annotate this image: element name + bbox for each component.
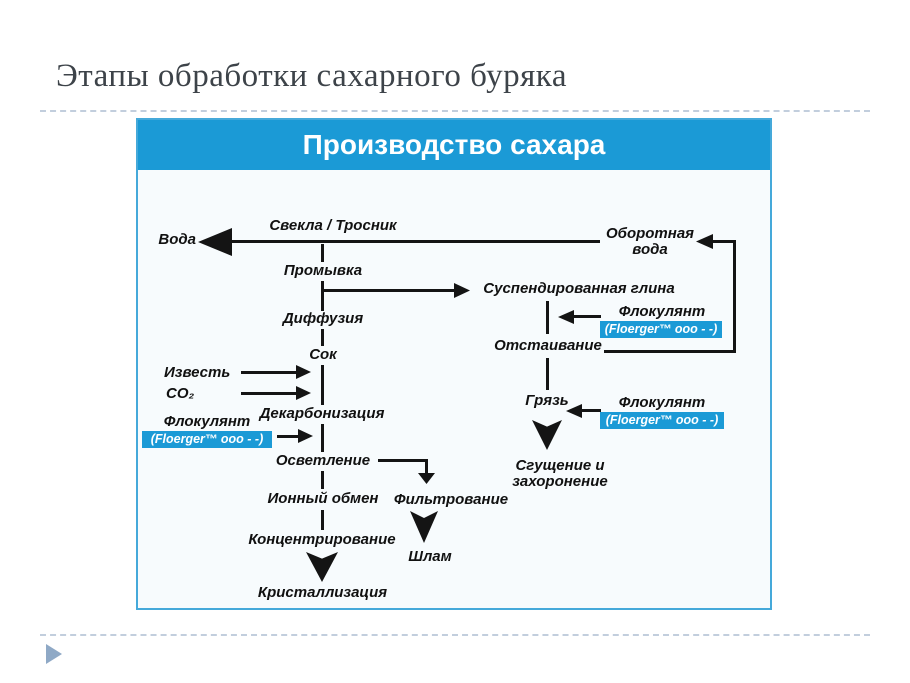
- line-lime-arrow: [241, 371, 296, 374]
- line-co2-arrow: [241, 392, 296, 395]
- floerger-chip-right1: (Floerger™ ооо - -): [600, 321, 722, 338]
- line-flocculant-right1-arrow: [574, 315, 601, 318]
- node-co2: CO₂: [166, 385, 195, 402]
- arrowhead-down-filtration-icon: [418, 473, 435, 484]
- node-crystallization: Кристаллизация: [257, 584, 388, 601]
- line-right-return-vertical: [733, 240, 736, 353]
- line-settling-to-mud: [546, 358, 549, 390]
- node-beet-cane: Свекла / Тросник: [269, 217, 397, 234]
- arrowhead-down-big-disposal-icon: [532, 420, 562, 450]
- node-sludge: Шлам: [408, 548, 452, 565]
- node-flocculant-right1: Флокулянт: [618, 303, 706, 320]
- node-washing: Промывка: [283, 262, 363, 279]
- node-flocculant-right2: Флокулянт: [618, 394, 706, 411]
- sugar-production-diagram: Производство сахара Вода Свекла / Тросни…: [136, 118, 772, 610]
- slide-bullet-icon: [46, 644, 62, 664]
- line-beet-to-washing: [321, 244, 324, 262]
- line-flocculant-left-arrow: [277, 435, 298, 438]
- title-divider-dashed: [40, 110, 870, 112]
- arrowhead-left-big-water-icon: [198, 228, 232, 256]
- line-clarification-branch-h: [378, 459, 428, 462]
- node-recycled-water: Оборотная вода: [605, 225, 694, 259]
- node-thickening-disposal: Сгущение и захоронение: [512, 457, 608, 491]
- node-clarification: Осветление: [275, 452, 371, 469]
- node-ion-exchange: Ионный обмен: [267, 490, 379, 507]
- floerger-chip-right2: (Floerger™ ооо - -): [600, 412, 724, 429]
- line-clarification-to-ion: [321, 471, 324, 489]
- arrowhead-right-clay-icon: [454, 283, 470, 298]
- node-decarbonization: Декарбонизация: [259, 405, 385, 422]
- node-diffusion: Диффузия: [282, 310, 364, 327]
- arrowhead-right-flocculant-left-icon: [298, 429, 313, 443]
- line-top-horizontal: [230, 240, 600, 243]
- node-mud: Грязь: [525, 392, 569, 409]
- line-juice-to-decarbonization: [321, 365, 324, 405]
- line-diffusion-to-juice: [321, 329, 324, 346]
- line-ion-to-concentration: [321, 510, 324, 530]
- line-flocculant-right2-arrow: [582, 409, 601, 412]
- node-settling: Отстаивание: [494, 337, 602, 354]
- arrowhead-right-co2-icon: [296, 386, 311, 400]
- line-washing-to-diffusion: [321, 281, 324, 311]
- line-clarification-branch-v: [425, 459, 428, 473]
- node-filtration: Фильтрование: [393, 491, 509, 508]
- line-decarbonization-to-clarification: [321, 424, 324, 452]
- node-concentration: Концентрирование: [248, 531, 396, 548]
- line-recycled-water-stub: [713, 240, 735, 243]
- node-suspended-clay: Суспендированная глина: [483, 280, 675, 297]
- diagram-title-banner: Производство сахара: [138, 120, 770, 170]
- line-clay-to-settling: [546, 301, 549, 334]
- page-title: Этапы обработки сахарного буряка: [56, 58, 567, 94]
- node-flocculant-left: Флокулянт: [163, 413, 251, 430]
- node-juice: Сок: [309, 346, 337, 363]
- arrowhead-down-big-sludge-icon: [410, 511, 438, 543]
- arrowhead-right-lime-icon: [296, 365, 311, 379]
- arrowhead-left-flocculant-right1-icon: [558, 310, 574, 324]
- line-branch-to-clay: [324, 289, 454, 292]
- arrowhead-left-recycled-water-icon: [696, 234, 713, 249]
- floerger-chip-left: (Floerger™ ооо - -): [142, 431, 272, 448]
- footer-divider-dashed: [40, 634, 870, 636]
- node-water: Вода: [158, 231, 196, 248]
- arrowhead-down-big-crystallization-icon: [306, 552, 338, 582]
- line-settling-to-return: [604, 350, 736, 353]
- node-lime: Известь: [164, 364, 231, 381]
